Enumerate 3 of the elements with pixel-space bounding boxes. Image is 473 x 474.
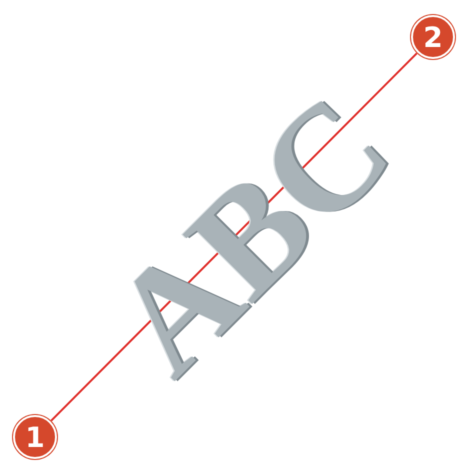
callout-number: 2 [411,15,455,59]
line [50,52,418,422]
callout-number: 1 [13,415,57,459]
